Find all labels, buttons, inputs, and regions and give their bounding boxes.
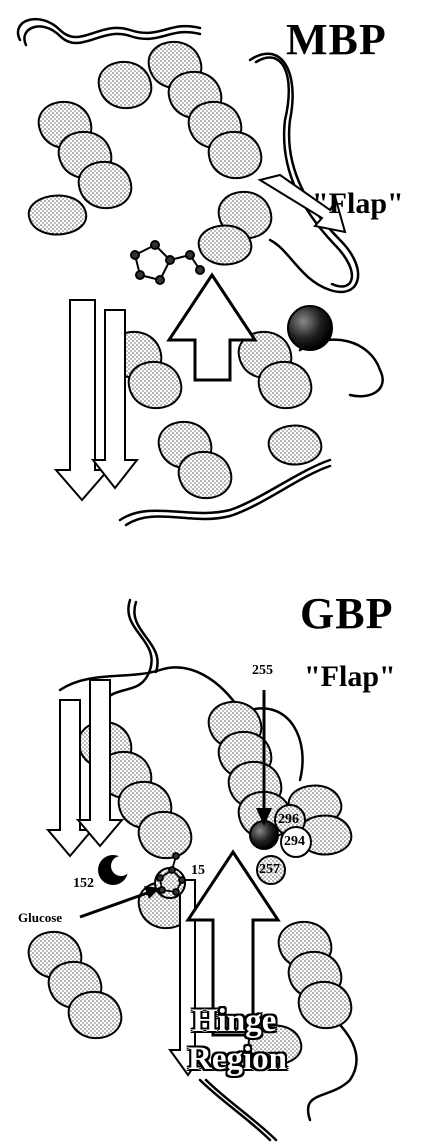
- hinge-label-line2: Region: [188, 1040, 287, 1078]
- glucose-label: Glucose: [18, 910, 62, 926]
- gbp-panel: GBP "Flap" 255 296 294 257 152 15 Glucos…: [0, 580, 421, 1144]
- gbp-flap-label: "Flap": [304, 660, 396, 694]
- mbp-ribbon-structure: [0, 0, 421, 560]
- residue-15-label: 15: [191, 863, 205, 879]
- hinge-label-line1: Hinge: [192, 1002, 276, 1040]
- residue-257-label: 257: [259, 862, 280, 878]
- mbp-dark-sphere: [288, 306, 332, 350]
- residue-152-label: 152: [73, 876, 94, 892]
- residue-152-marker: [98, 855, 131, 885]
- mbp-title: MBP: [286, 14, 387, 65]
- residue-255-label: 255: [252, 663, 273, 679]
- residue-296-label: 296: [278, 812, 299, 828]
- maltose-ligand: [131, 241, 204, 284]
- mbp-flap-label: "Flap": [312, 187, 404, 221]
- gbp-title: GBP: [300, 588, 393, 639]
- mbp-panel: MBP "Flap": [0, 0, 421, 560]
- glucose-ligand: [155, 853, 185, 898]
- residue-294-label: 294: [284, 834, 305, 850]
